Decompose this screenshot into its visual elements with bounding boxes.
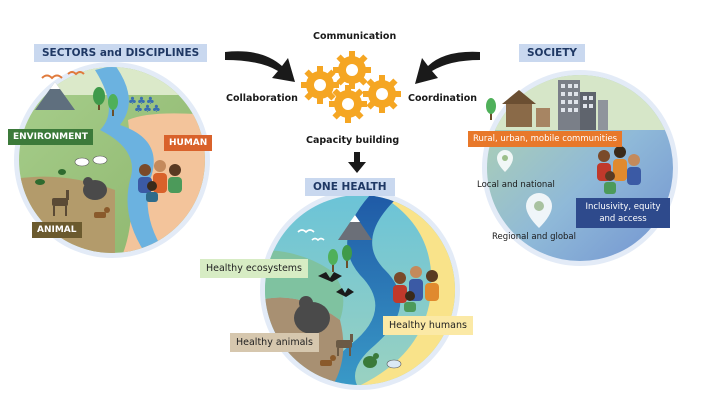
environment-tag: ENVIRONMENT [8,129,93,145]
coordination-label: Coordination [408,93,478,104]
inclusivity-tag: Inclusivity, equity and access [576,198,670,228]
location-pin-icon [497,150,513,172]
gear-icon [301,66,339,104]
mountain-icon [35,82,75,110]
local-national-label: Local and national [477,180,555,190]
crop-icon: ♣♣♣ ♣♣♣ [128,96,161,115]
society-title: SOCIETY [519,44,586,62]
dog-icon [94,207,110,218]
communities-tag: Rural, urban, mobile communities [468,131,623,147]
gear-icon [333,51,371,89]
svg-text:♣♣♣: ♣♣♣ [128,96,155,107]
deer-icon [52,190,69,216]
location-pin-icon [526,193,552,228]
inclusivity-line-2: and access [599,214,647,224]
healthy-animals-box: Healthy animals [230,333,319,352]
arrow-icon [415,51,480,84]
mountain-icon [338,215,372,240]
tree-icon [486,98,496,120]
fish-icon [74,155,108,167]
regional-global-label: Regional and global [492,232,576,242]
fish-icon [386,359,402,369]
collaboration-label: Collaboration [226,93,298,104]
gear-icon [363,75,401,113]
dog-icon [320,355,336,366]
people-icon [597,146,641,194]
bird-icon [297,229,325,242]
animal-tag: ANIMAL [32,222,82,238]
people-icon [138,160,182,202]
one-health-title: ONE HEALTH [305,178,395,196]
tree-icon [328,245,352,272]
gears-group [301,51,401,123]
healthy-humans-box: Healthy humans [383,316,473,335]
arrow-icon [225,51,295,82]
svg-text:♣♣♣: ♣♣♣ [134,104,161,115]
gorilla-icon [83,177,107,200]
bird-icon [35,169,66,185]
gear-icon [329,85,367,123]
arrow-icon [348,152,366,173]
bird-icon [41,71,85,80]
bat-icon [318,272,354,297]
healthy-ecosystems-box: Healthy ecosystems [200,259,309,278]
chicken-icon [363,353,379,368]
people-icon [393,266,439,312]
sectors-title: SECTORS and DISCIPLINES [34,44,208,62]
house-icon [502,90,550,127]
building-icon [558,80,608,130]
gorilla-icon [294,296,330,334]
one-health-circle [260,190,460,390]
communication-label: Communication [313,31,397,42]
goat-icon [336,334,353,356]
inclusivity-line-1: Inclusivity, equity [585,202,661,212]
capacity-building-label: Capacity building [306,135,400,146]
human-tag: HUMAN [164,135,213,151]
tree-icon [93,87,118,116]
